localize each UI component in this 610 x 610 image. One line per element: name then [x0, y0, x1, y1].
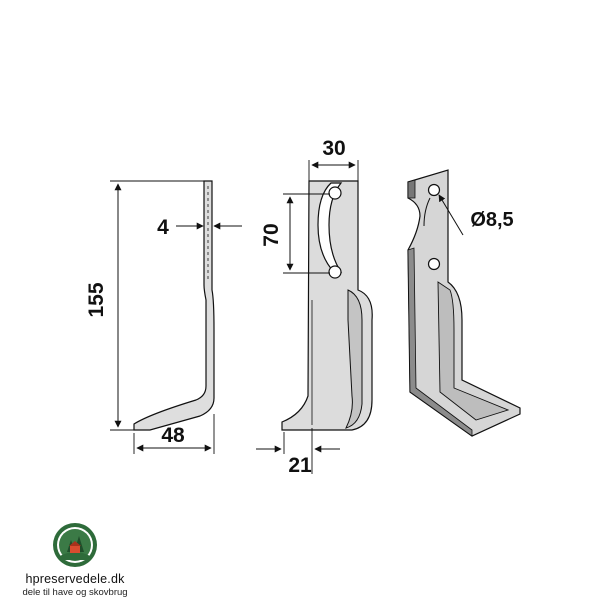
- brand-tagline: dele til have og skovbrug: [22, 587, 128, 598]
- perspective-lower-hole: [427, 257, 441, 271]
- tree-logo-icon: [53, 523, 97, 567]
- perspective-upper-hole: [427, 183, 441, 197]
- height-label: 155: [85, 282, 108, 317]
- edge-width-dimension: [256, 428, 340, 474]
- foot-length-label: 48: [161, 424, 185, 447]
- width-dimension: [308, 160, 359, 181]
- hole-diameter-callout: [438, 194, 464, 236]
- hole-spacing-dimension: [283, 193, 330, 274]
- thickness-label: 4: [157, 216, 169, 239]
- foot-length-dimension: [133, 414, 215, 454]
- upper-bolt-hole: [328, 186, 342, 200]
- brand-name: hpreservedele.dk: [25, 572, 125, 586]
- lower-bolt-hole: [328, 265, 342, 279]
- blade-front-view: [281, 180, 373, 431]
- blade-perspective-view: [407, 169, 521, 437]
- brand-block: hpreservedele.dk dele til have og skovbr…: [20, 522, 130, 598]
- height-dimension: [110, 180, 204, 431]
- blade-side-view: [133, 180, 215, 431]
- width-label: 30: [322, 137, 345, 160]
- hole-spacing-label: 70: [260, 223, 283, 246]
- hole-diameter-label: Ø8,5: [470, 209, 513, 231]
- edge-width-label: 21: [288, 454, 312, 477]
